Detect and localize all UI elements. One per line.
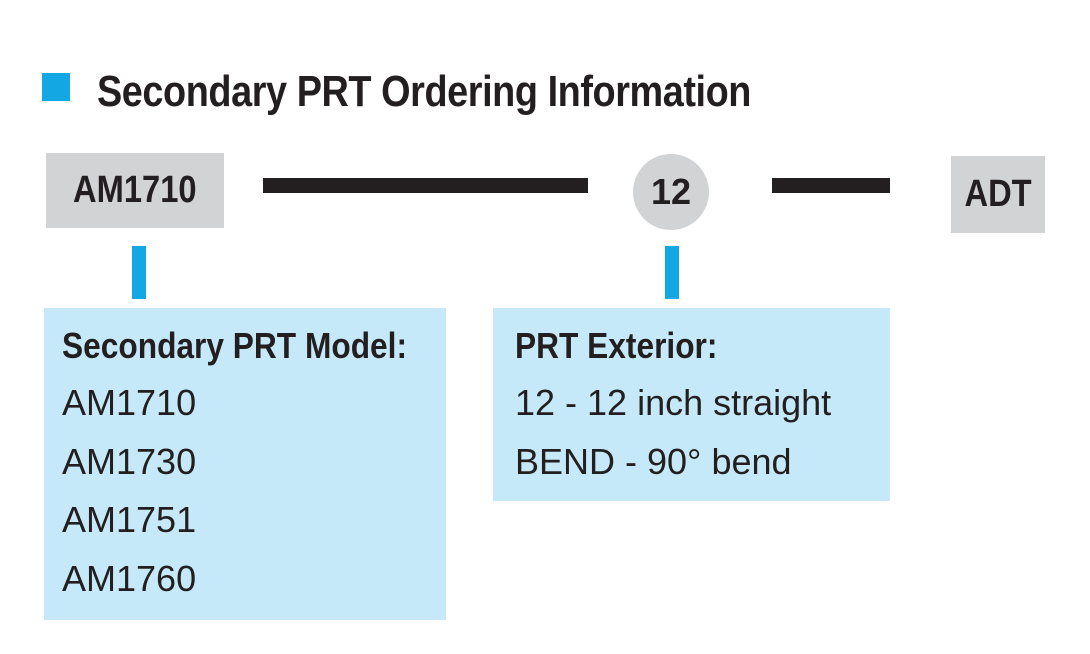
model-connector: [132, 246, 146, 299]
exterior-option: BEND - 90° bend: [515, 440, 792, 482]
code-separator-dash: [772, 178, 890, 193]
exterior-options-box: PRT Exterior: 12 - 12 inch straight BEND…: [493, 308, 890, 501]
code-model-label: AM1710: [73, 169, 197, 211]
model-option: AM1751: [62, 499, 197, 540]
code-model-box: AM1710: [46, 153, 224, 228]
exterior-connector: [665, 246, 679, 299]
title-bullet-icon: [42, 73, 70, 101]
exterior-options-heading: PRT Exterior:: [515, 325, 718, 366]
code-suffix-box: ADT: [951, 156, 1045, 233]
model-option: AM1760: [62, 557, 197, 599]
model-option: AM1730: [62, 440, 197, 482]
code-suffix-label: ADT: [964, 173, 1032, 215]
code-exterior-label: 12: [650, 171, 692, 212]
model-options-heading: Secondary PRT Model:: [62, 325, 408, 366]
model-option: AM1710: [62, 382, 197, 423]
code-separator-dash: [263, 178, 588, 193]
model-options-box: Secondary PRT Model: AM1710 AM1730 AM175…: [44, 308, 446, 620]
exterior-option: 12 - 12 inch straight: [515, 382, 832, 423]
page-title: Secondary PRT Ordering Information: [97, 67, 751, 116]
code-exterior-circle: 12: [633, 154, 709, 230]
